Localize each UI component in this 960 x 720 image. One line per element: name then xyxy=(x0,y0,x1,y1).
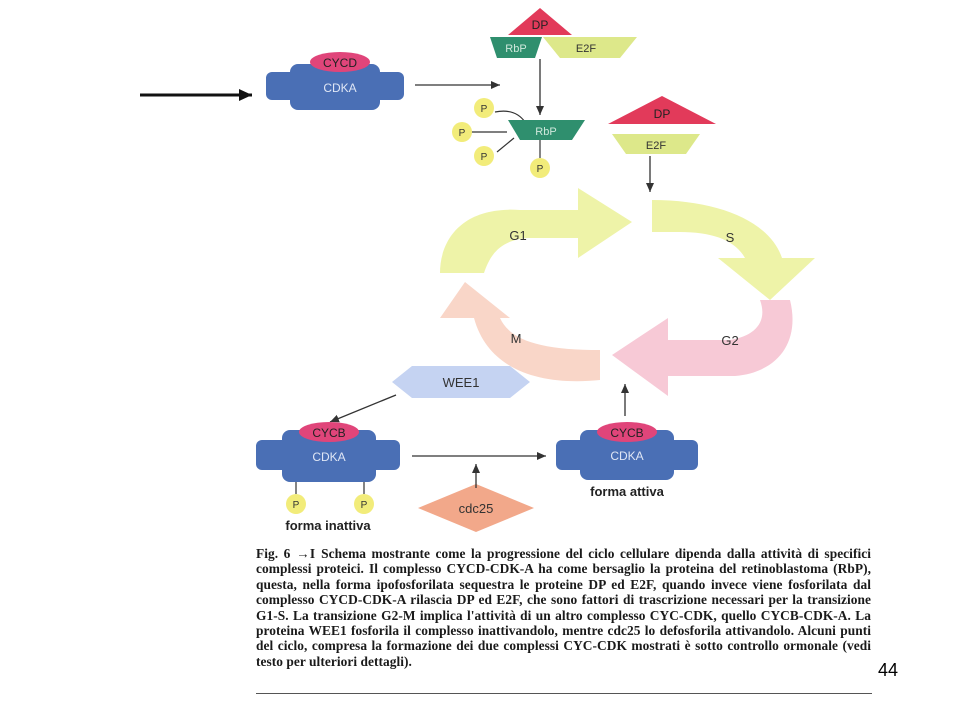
forma-attiva-label: forma attiva xyxy=(590,484,664,499)
free-dp-label: DP xyxy=(654,107,671,121)
figure-arrow-glyph: →I xyxy=(296,546,316,561)
caption-text: Schema mostrante come la progressione de… xyxy=(256,546,871,669)
g2-arrow xyxy=(612,300,793,396)
cdc25-label: cdc25 xyxy=(459,501,494,516)
s-arrow xyxy=(652,200,815,300)
active-cdka-label: CDKA xyxy=(610,449,643,463)
g1-arrow xyxy=(440,188,632,273)
figure-number: Fig. 6 xyxy=(256,546,291,561)
inactive-phosphate-2: P xyxy=(361,500,368,511)
e2f-label: E2F xyxy=(576,43,596,55)
s-label: S xyxy=(726,230,735,245)
phosphorylated-rbp: RbP P P P P xyxy=(452,98,585,178)
g1-label: G1 xyxy=(509,228,526,243)
wee1-to-inactive-arrow xyxy=(329,394,397,423)
cdc25-node: cdc25 xyxy=(418,484,534,532)
wee1-node: WEE1 xyxy=(392,366,530,398)
rbp-label: RbP xyxy=(505,43,526,55)
forma-inattiva-label: forma inattiva xyxy=(285,518,371,533)
cdka-label: CDKA xyxy=(323,81,356,95)
active-cycb-label: CYCB xyxy=(610,426,643,440)
slide-number: 44 xyxy=(878,660,899,680)
caption-rule xyxy=(256,693,872,694)
m-label: M xyxy=(511,331,522,346)
phosphate-1: P xyxy=(481,104,488,115)
phosphate-4: P xyxy=(537,164,544,175)
free-dp-e2f: DP E2F xyxy=(608,96,716,154)
m-arrow xyxy=(440,282,600,382)
cycd-label: CYCD xyxy=(323,56,357,70)
cycd-cdka-complex: CYCD CDKA xyxy=(266,52,404,110)
inactive-cycb-cdka: CYCB CDKA P P forma inattiva xyxy=(256,422,400,533)
dp-rbp-e2f-complex: DP RbP E2F xyxy=(490,8,637,58)
active-cycb-cdka: CYCB CDKA forma attiva xyxy=(556,422,698,499)
phosphate-3: P xyxy=(481,152,488,163)
g2-label: G2 xyxy=(721,333,738,348)
rbp-p-label: RbP xyxy=(535,126,556,138)
inactive-phosphate-1: P xyxy=(293,500,300,511)
inactive-cycb-label: CYCB xyxy=(312,426,345,440)
inactive-cdka-label: CDKA xyxy=(312,450,345,464)
free-e2f-label: E2F xyxy=(646,140,666,152)
phosphate-2: P xyxy=(459,128,466,139)
cell-cycle: G1 S G2 M xyxy=(440,188,815,396)
wee1-label: WEE1 xyxy=(443,375,480,390)
dp-label: DP xyxy=(532,18,549,32)
